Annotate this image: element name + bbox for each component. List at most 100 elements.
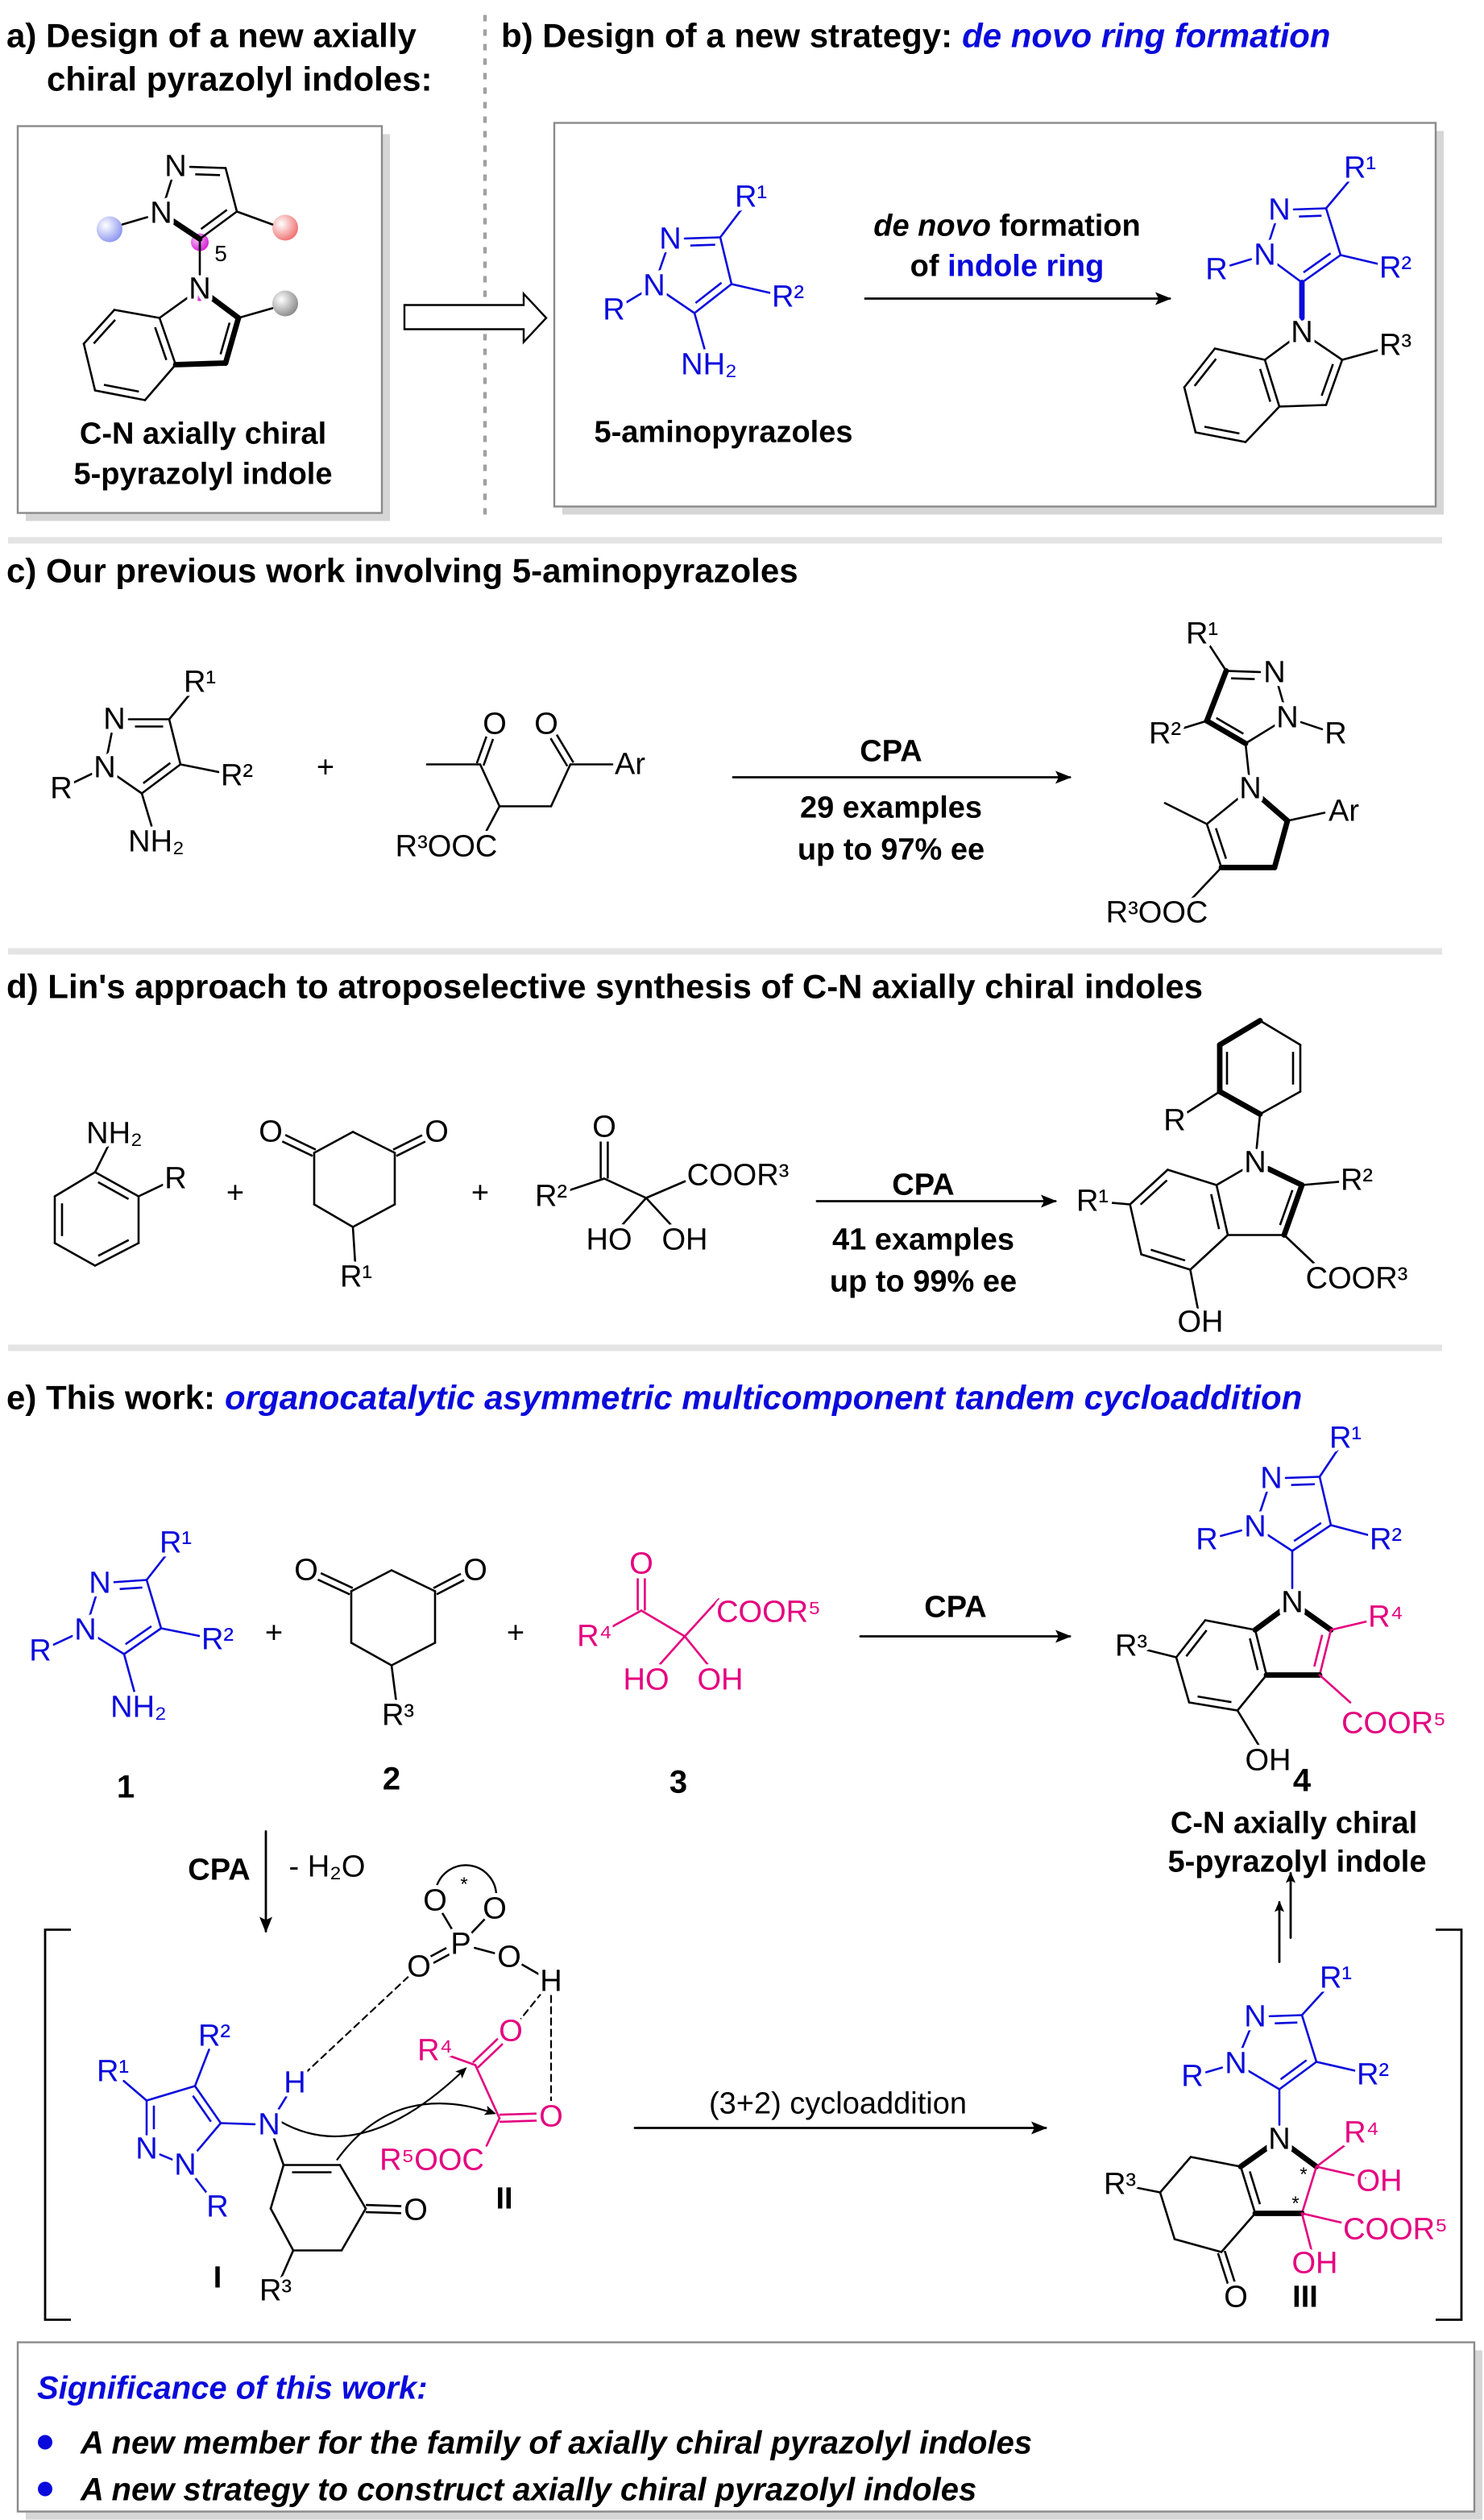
bond	[1188, 1701, 1239, 1712]
bond	[193, 2122, 222, 2156]
panel-a-title-line1: a) Design of a new axially	[6, 17, 417, 55]
cpa-catalyst-atom-label: O	[483, 1892, 507, 1926]
bond	[603, 1177, 648, 1199]
bond	[200, 209, 228, 230]
bond	[1315, 2140, 1351, 2168]
substituent-ball-red	[272, 214, 298, 241]
intermediate-label-III: III	[1292, 2281, 1318, 2314]
bond	[1215, 828, 1228, 859]
panel-b-reactant-atom-label: R	[603, 293, 624, 327]
bond	[1185, 1629, 1208, 1657]
bond	[313, 1131, 354, 1154]
bond	[470, 1918, 486, 1935]
compound-number-1: 1	[117, 1770, 135, 1805]
bond	[1205, 796, 1241, 825]
panel-c-product-atom-label: R¹	[1186, 617, 1218, 651]
compound-number-2: 2	[383, 1762, 400, 1797]
bond	[122, 1627, 163, 1655]
substituent-ball-blue	[97, 216, 122, 243]
bond	[1247, 2070, 1281, 2090]
bond	[97, 1239, 130, 1257]
bond	[485, 2117, 501, 2147]
bond	[390, 1569, 437, 1592]
panel-e-title-text: e) This work:	[6, 1379, 215, 1417]
bond	[1239, 2165, 1257, 2215]
plus-sign: +	[265, 1617, 283, 1650]
bond	[170, 218, 203, 242]
panel-c-product-atom-label: N	[1276, 701, 1298, 735]
significance-item-2: A new strategy to construct axially chir…	[80, 2472, 976, 2508]
curved-electron-arrow	[280, 2067, 467, 2137]
bond	[1159, 2191, 1176, 2240]
double-bond	[1217, 2252, 1229, 2285]
bond	[625, 292, 643, 304]
bond	[189, 165, 227, 169]
double-bond	[320, 1571, 354, 1589]
panel-d-product-atom-label: R¹	[1076, 1185, 1109, 1218]
bond	[1220, 2212, 1257, 2253]
bond	[1225, 670, 1262, 674]
bond	[158, 296, 189, 319]
bond	[1159, 2156, 1192, 2194]
bond	[1300, 1987, 1328, 2016]
panel-c-ee: up to 97% ee	[798, 833, 984, 867]
bond	[1318, 1629, 1333, 1676]
panel-d-catalyst: CPA	[892, 1169, 954, 1202]
bond	[1291, 1524, 1333, 1552]
double-bond	[433, 1572, 462, 1589]
intermediate-label-II: II	[495, 2182, 512, 2216]
panel-b-arrow-label-line2: of indole ring	[910, 250, 1105, 284]
bond	[145, 2085, 197, 2102]
bond	[1215, 1169, 1244, 1186]
bond	[1167, 1169, 1218, 1186]
indole-ring-highlight: indole ring	[947, 250, 1104, 284]
curved-electron-arrow	[336, 2103, 496, 2161]
intermediate-I-atom-label: R¹	[97, 2055, 129, 2089]
bond	[1265, 1165, 1305, 1188]
binaphthyl-backbone-arc	[435, 1864, 498, 1895]
bond	[125, 1625, 152, 1646]
product-4-atom-label: R⁴	[1368, 1600, 1403, 1634]
intermediate-I-atom-label: H	[284, 2066, 305, 2100]
bond	[520, 1963, 540, 1975]
bond	[1215, 1184, 1229, 1236]
bond	[1139, 1179, 1168, 1206]
bond	[140, 792, 154, 829]
retrosynthesis-open-arrow	[403, 291, 548, 345]
double-bond	[477, 2043, 504, 2069]
intermediate-III-atom-label: N	[1244, 2000, 1266, 2034]
separator	[8, 948, 1442, 955]
bond	[1236, 1674, 1268, 1712]
intermediate-I-atom-label: N	[174, 2148, 196, 2182]
bond	[154, 326, 168, 361]
step1-catalyst: CPA	[188, 1854, 250, 1887]
double-bond	[436, 1579, 465, 1596]
of-text: of	[910, 250, 947, 284]
double-bond	[365, 2211, 401, 2215]
bond	[93, 1145, 110, 1173]
bond	[1133, 2186, 1162, 2194]
bond	[694, 281, 723, 305]
bond	[1299, 214, 1322, 218]
bond	[1240, 2028, 1251, 2052]
bond	[479, 763, 501, 807]
panel-b-reactant-atom-label: R²	[772, 280, 804, 314]
panel-c-aminopyrazole-atom-label: R	[50, 772, 72, 806]
panel-a-box	[16, 125, 383, 514]
bond	[447, 2054, 477, 2066]
product-4-atom-label: R³	[1115, 1629, 1147, 1663]
separator	[8, 1344, 1442, 1351]
bond	[115, 774, 143, 795]
bond	[730, 283, 775, 295]
intermediate-III-atom-label: R⁴	[1344, 2116, 1379, 2150]
panel-d-product-atom-label: OH	[1178, 1306, 1224, 1339]
bond	[1163, 802, 1208, 825]
double-bond	[366, 2203, 402, 2207]
bond	[1252, 1608, 1283, 1633]
bond	[683, 1598, 720, 1638]
bond	[1204, 1619, 1257, 1631]
bond	[1189, 1234, 1229, 1271]
bracket-left	[44, 1928, 71, 2321]
bond	[1258, 1090, 1302, 1115]
panel-a-atom-label: N	[189, 272, 210, 306]
